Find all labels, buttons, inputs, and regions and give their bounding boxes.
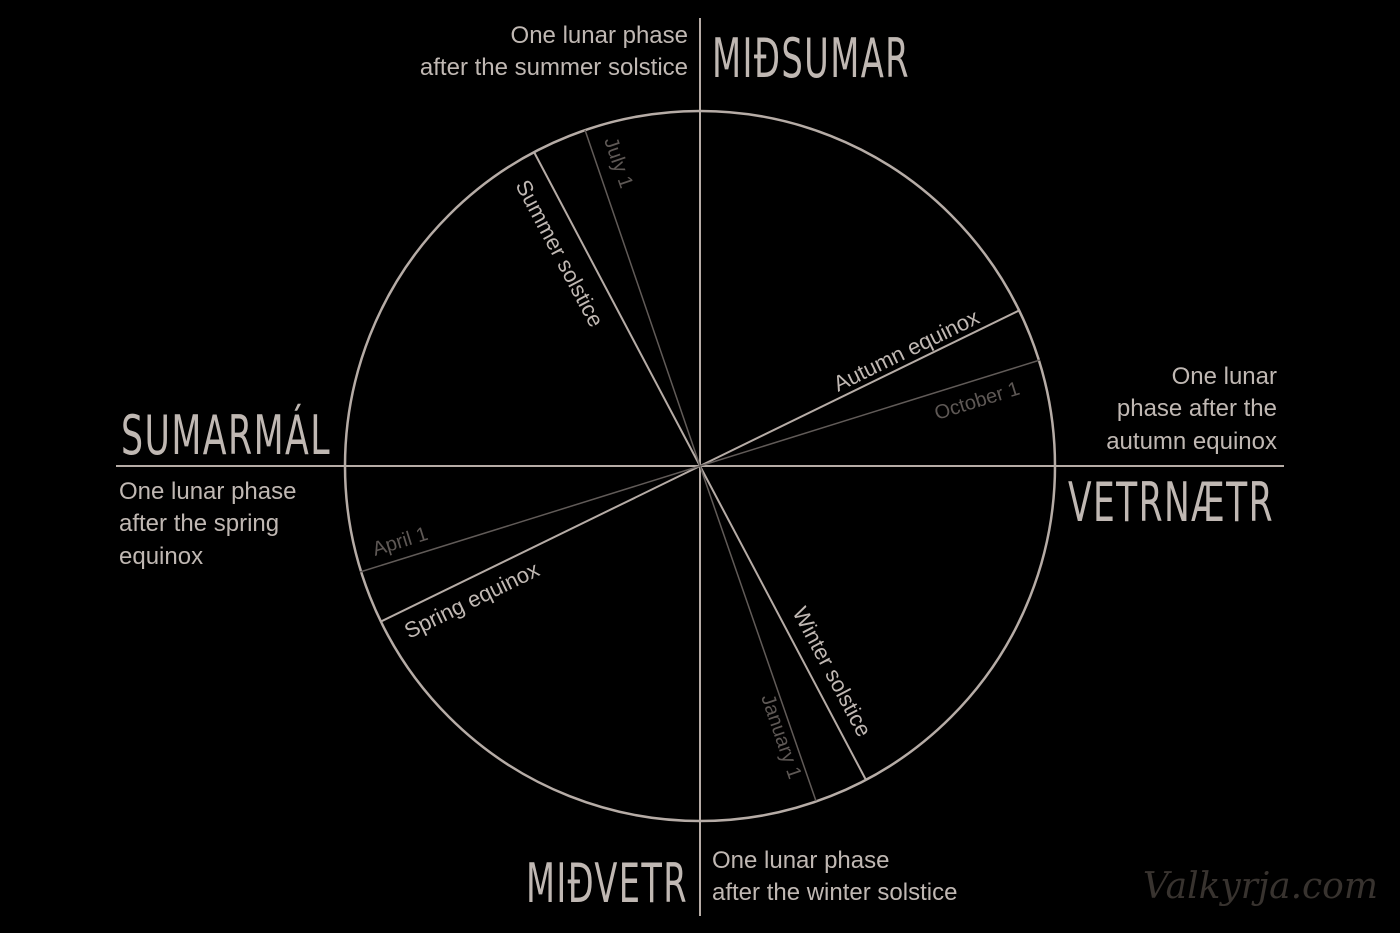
april-1-line — [359, 465, 701, 573]
sumarmal-title: SUMARMÁL — [121, 404, 331, 467]
sumarmal-note-line1: One lunar phase — [119, 478, 296, 505]
summer-solstice-line — [533, 151, 701, 467]
spring-equinox-label: Spring equinox — [400, 557, 543, 644]
autumn-equinox-label: Autumn equinox — [829, 304, 983, 396]
midsumar-note-line1: One lunar phase — [511, 22, 688, 49]
january-1-line — [699, 465, 817, 802]
midsumar-title: MIÐSUMAR — [712, 27, 910, 90]
sumarmal-note-line2: after the spring — [119, 510, 279, 537]
winter-solstice-line — [699, 465, 867, 781]
midsumar-note-line2: after the summer solstice — [420, 54, 688, 81]
july-1-line — [584, 129, 701, 467]
midvetr-note-line1: One lunar phase — [712, 847, 889, 874]
vetrnaetr-note-line3: autumn equinox — [1106, 428, 1277, 455]
january-1-label: January 1 — [756, 691, 805, 781]
winter-solstice-label: Winter solstice — [788, 603, 877, 741]
vetrnaetr-note-line2: phase after the — [1117, 395, 1277, 422]
watermark-logo: Valkyrja.com — [1143, 866, 1378, 907]
midvetr-note-line2: after the winter solstice — [712, 879, 957, 906]
autumn-equinox-line — [699, 309, 1021, 467]
vetrnaetr-title: VETRNÆTR — [1068, 471, 1274, 534]
april-1-label: April 1 — [370, 523, 431, 561]
sumarmal-note-line3: equinox — [119, 543, 203, 570]
vetrnaetr-note-line1: One lunar — [1172, 363, 1277, 390]
midvetr-title: MIÐVETR — [526, 852, 688, 915]
october-1-label: October 1 — [932, 378, 1022, 425]
july-1-label: July 1 — [599, 134, 637, 191]
october-1-line — [699, 359, 1041, 467]
spring-equinox-line — [379, 465, 701, 623]
